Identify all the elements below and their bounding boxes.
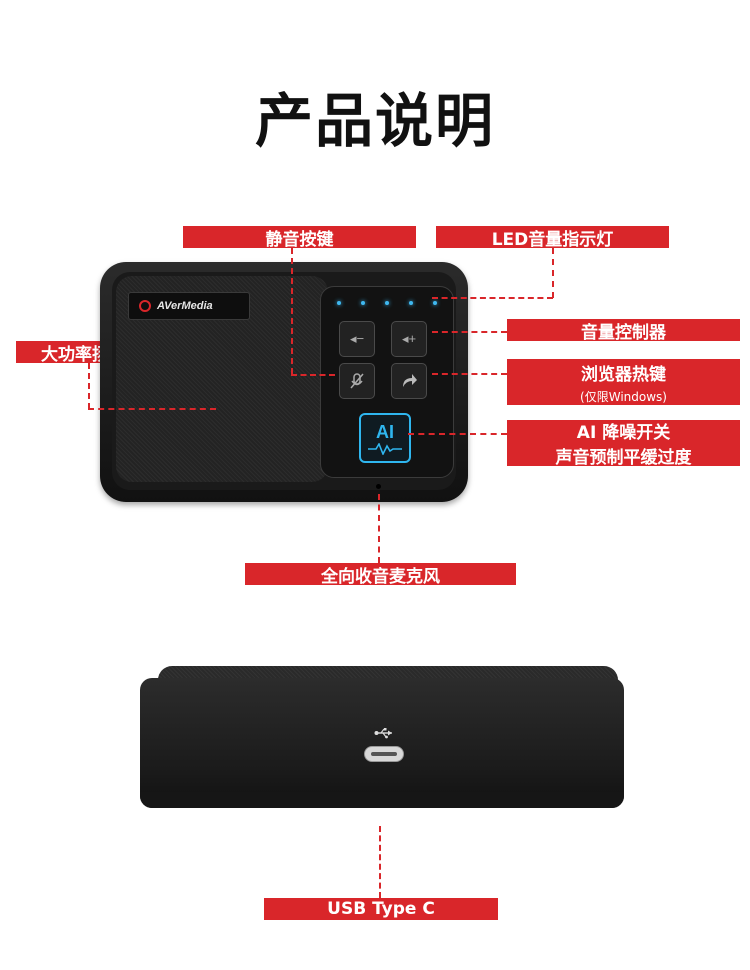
page-title: 产品说明	[254, 87, 495, 155]
label-browser-hotkey: 浏览器热键 (仅限Windows)	[507, 359, 740, 405]
connector	[291, 374, 335, 376]
ai-label: AI	[376, 421, 394, 442]
label-mute-key: 静音按键	[183, 226, 416, 250]
volume-down-icon: ◂−	[349, 331, 365, 346]
control-panel: ◂− ◂+ AI	[320, 286, 454, 478]
label-led-indicator: LED音量指示灯	[436, 226, 669, 250]
led-dot	[361, 301, 365, 305]
device-base	[140, 792, 624, 808]
label-microphone: 全向收音麦克风	[245, 563, 516, 587]
label-usb: USB Type C	[264, 898, 498, 920]
connector	[88, 363, 90, 409]
connector	[432, 331, 507, 333]
label-browser-hotkey-note: (仅限Windows)	[580, 389, 667, 404]
led-dot	[409, 301, 413, 305]
brand-plate: AVerMedia	[128, 292, 250, 320]
label-mute-key-text: 静音按键	[265, 229, 334, 250]
device-face: AVerMedia ◂− ◂+	[112, 272, 456, 490]
led-volume-indicator	[337, 301, 437, 305]
connector	[552, 248, 554, 298]
label-ai-noise: AI 降噪开关 声音预制平缓过度	[507, 420, 740, 468]
led-dot	[385, 301, 389, 305]
usb-c-port	[364, 746, 404, 762]
label-ai-line1: AI 降噪开关	[576, 423, 671, 443]
volume-down-button[interactable]: ◂−	[339, 321, 375, 357]
browser-arrow-icon	[403, 374, 417, 387]
ai-wave-icon	[368, 442, 402, 455]
led-dot	[433, 301, 437, 305]
avermedia-logo-icon	[139, 300, 151, 312]
connector	[378, 494, 380, 563]
connector	[432, 297, 553, 299]
mute-button[interactable]	[339, 363, 375, 399]
mute-mic-icon	[350, 373, 364, 389]
connector	[432, 373, 507, 375]
label-led-indicator-text: LED音量指示灯	[491, 229, 614, 250]
connector	[408, 433, 507, 435]
label-volume-control-text: 音量控制器	[581, 322, 666, 343]
led-dot	[337, 301, 341, 305]
ai-noise-button[interactable]: AI	[359, 413, 411, 463]
label-ai-line2: 声音预制平缓过度	[555, 448, 692, 468]
volume-up-icon: ◂+	[401, 331, 417, 346]
connector	[291, 248, 293, 374]
connector	[379, 826, 381, 898]
connector	[88, 408, 216, 410]
speakerphone-top-view: AVerMedia ◂− ◂+	[100, 262, 468, 502]
brand-name: AVerMedia	[157, 300, 213, 312]
label-usb-text: USB Type C	[327, 899, 435, 919]
microphone-hole	[376, 484, 381, 489]
volume-up-button[interactable]: ◂+	[391, 321, 427, 357]
label-microphone-text: 全向收音麦克风	[321, 566, 440, 587]
browser-hotkey-button[interactable]	[391, 363, 427, 399]
label-volume-control: 音量控制器	[507, 319, 740, 343]
speakerphone-side-view	[140, 678, 624, 808]
label-browser-hotkey-text: 浏览器热键	[581, 364, 666, 385]
usb-icon	[374, 726, 394, 742]
